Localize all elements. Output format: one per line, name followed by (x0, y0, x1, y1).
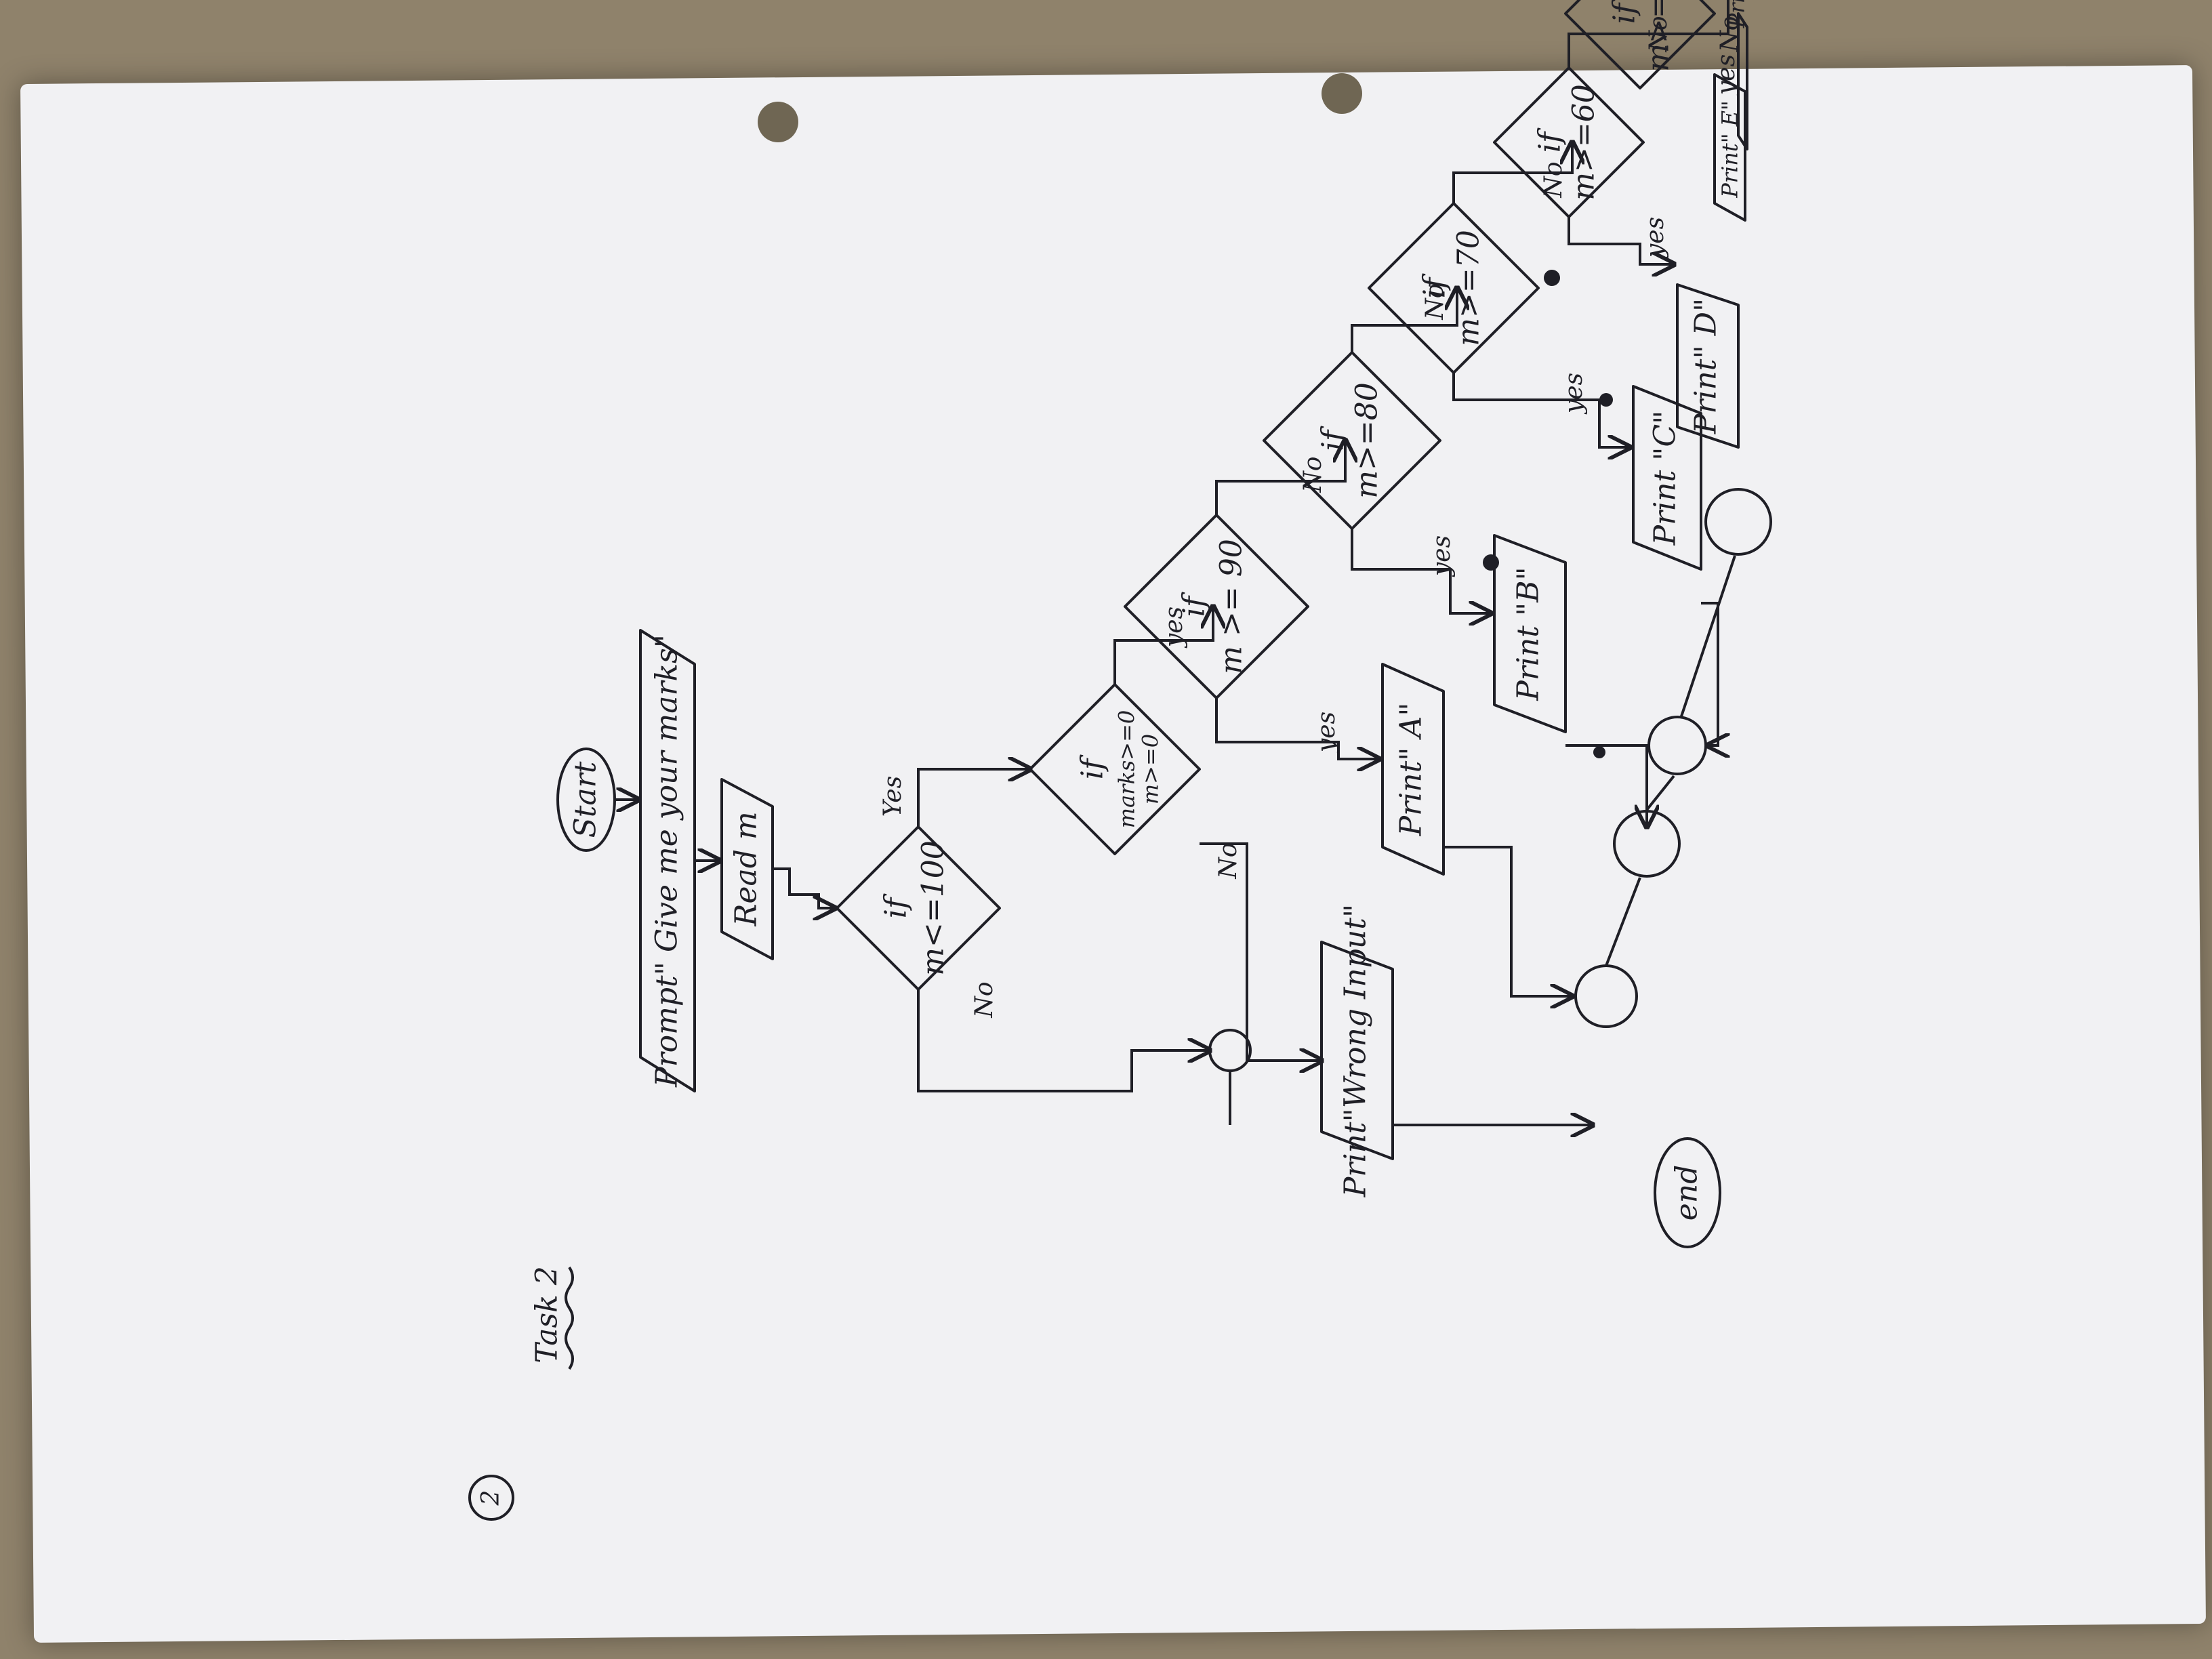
edge-label-no: No (1421, 283, 1449, 320)
read-io-box (720, 778, 774, 960)
flow-arrow (1215, 698, 1379, 759)
page-number: 2 (477, 1490, 505, 1507)
decision-if: if (1418, 273, 1452, 298)
flow-line (1679, 555, 1736, 719)
print-c-label: Print "C" (1648, 411, 1683, 546)
flow-arrow (1452, 373, 1630, 447)
decision-condition: m >= 90 (1214, 539, 1249, 674)
print-e-io-box (1713, 73, 1746, 222)
merge-connector (1613, 810, 1681, 878)
decision-if: if (879, 893, 914, 918)
edge-label-no: No (1214, 842, 1242, 879)
punch-hole (758, 102, 798, 142)
flow-arrow (917, 989, 1210, 1092)
print-b-io-box (1493, 534, 1567, 733)
flow-line (1605, 877, 1641, 966)
prompt-label: Prompt" Give me your marks" (650, 634, 684, 1088)
punch-hole (1322, 73, 1362, 114)
decision-condition: m<=100 (916, 840, 951, 975)
decision-if: if (1607, 0, 1642, 24)
print-a-label: Print" A" (1394, 703, 1429, 837)
flow-arrow (917, 769, 1030, 827)
wrong-input-label: Print"Wrong Input" (1338, 904, 1373, 1197)
start-label: Start (569, 761, 603, 838)
wrong-input-io-box (1320, 941, 1394, 1160)
flow-arrow (1113, 607, 1213, 684)
decision-m-ge-90 (1124, 514, 1309, 699)
edge-label-no: No (1299, 456, 1327, 493)
flow-arrow (1565, 744, 1647, 827)
print-f-label: Print " F" (1724, 0, 1750, 28)
print-c-io-box (1632, 385, 1702, 571)
print-b-label: Print "B" (1511, 567, 1546, 701)
ink-blot (1599, 393, 1613, 407)
decision-m-ge-70 (1368, 202, 1540, 374)
edge-label-yes: Yes (879, 776, 907, 817)
flow-line (1568, 0, 1729, 68)
end-label: end (1670, 1165, 1704, 1221)
decision-condition: marks>=0 (1114, 710, 1140, 829)
flow-line (1645, 775, 1675, 811)
flow-arrow (1215, 441, 1345, 515)
flow-arrow (1351, 529, 1491, 613)
ink-blot (1544, 270, 1560, 286)
title-underline (565, 1266, 574, 1370)
decision-condition: m>=50 (1641, 0, 1676, 72)
ink-blot (1483, 554, 1499, 571)
merge-connector (1574, 964, 1638, 1028)
page-number-circle (468, 1475, 514, 1521)
prompt-io-box (639, 629, 696, 1092)
decision-marks-ge-0 (1029, 683, 1201, 855)
decision-condition: m>=60 (1567, 84, 1601, 200)
flow-arrow (1200, 842, 1322, 1061)
decision-if: if (1316, 426, 1351, 451)
decision-m-ge-50 (1564, 0, 1716, 89)
merge-connector (1704, 488, 1772, 556)
page-title: Task 2 (530, 1266, 565, 1363)
decision-condition: m>=0 (1138, 734, 1164, 804)
flow-arrow (1452, 142, 1572, 203)
connector (1208, 1029, 1252, 1072)
decision-m-le-100 (836, 825, 1001, 991)
ink-blot (1593, 746, 1605, 758)
flow-arrow (1443, 846, 1572, 996)
flowchart-board: 2 Task 2 Start Prompt" Give me your mark… (447, 0, 1772, 1593)
edge-label-yes: yes (1560, 373, 1588, 415)
edge-label-no: No (970, 981, 998, 1018)
decision-condition: m>=80 (1350, 382, 1385, 498)
edge-label-yes: yes (1641, 217, 1669, 259)
print-d-io-box (1676, 283, 1740, 449)
print-a-io-box (1381, 663, 1445, 876)
flow-arrow (1701, 602, 1718, 745)
merge-connector (1647, 716, 1707, 775)
flowchart: 2 Task 2 Start Prompt" Give me your mark… (468, 0, 1772, 1521)
decision-m-ge-60 (1493, 66, 1645, 218)
flow-arrow (1568, 217, 1674, 264)
read-label: Read m (729, 811, 764, 926)
decision-if: if (1177, 592, 1212, 617)
decision-if: if (1076, 754, 1110, 779)
decision-m-ge-80 (1263, 351, 1441, 530)
edge-label-yes: yes (1313, 712, 1340, 754)
print-d-label: Print" D" (1689, 298, 1723, 434)
end-terminal (1654, 1137, 1721, 1248)
print-f-io-box (1737, 12, 1748, 150)
flow-arrow (773, 867, 835, 908)
decision-condition: m>=70 (1452, 230, 1486, 346)
decision-if: if (1533, 127, 1568, 152)
